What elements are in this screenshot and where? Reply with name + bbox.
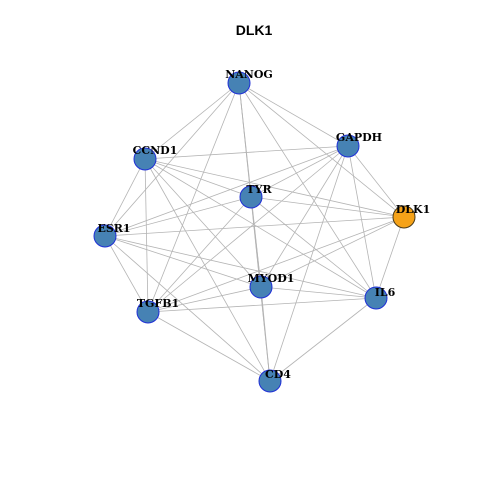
edge-myod1-cd4 xyxy=(260,286,271,382)
edge-tyr-esr1 xyxy=(104,196,252,237)
edge-gapdh-ccnd1 xyxy=(144,145,349,160)
edge-il6-tgfb1 xyxy=(147,297,377,313)
edge-gapdh-il6 xyxy=(347,145,377,299)
edges-layer xyxy=(104,82,405,382)
edge-nanog-gapdh xyxy=(238,82,349,147)
edge-il6-cd4 xyxy=(269,297,377,382)
edge-gapdh-myod1 xyxy=(260,145,349,288)
edge-myod1-il6 xyxy=(260,286,377,299)
edge-esr1-il6 xyxy=(104,235,377,299)
node-label-cd4: CD4 xyxy=(265,368,291,381)
nodes-layer xyxy=(93,71,416,393)
edge-gapdh-esr1 xyxy=(104,145,349,237)
edge-esr1-cd4 xyxy=(104,235,271,382)
edge-tyr-il6 xyxy=(250,196,377,299)
node-tgfb1 xyxy=(136,300,160,324)
node-il6 xyxy=(364,286,388,310)
node-label-il6: IL6 xyxy=(375,286,396,299)
edge-nanog-il6 xyxy=(238,82,377,299)
node-label-myod1: MYOD1 xyxy=(248,272,295,285)
node-nanog xyxy=(227,71,251,95)
edge-ccnd1-esr1 xyxy=(104,158,146,237)
edge-dlk1-il6 xyxy=(375,216,405,299)
graph-title: DLK1 xyxy=(236,22,273,38)
edge-gapdh-tyr xyxy=(250,145,349,198)
edge-tyr-tgfb1 xyxy=(147,196,252,313)
edge-myod1-tgfb1 xyxy=(147,286,262,313)
node-label-dlk1: DLK1 xyxy=(396,203,431,216)
node-label-ccnd1: CCND1 xyxy=(133,144,178,157)
edge-ccnd1-tgfb1 xyxy=(144,158,149,313)
edge-ccnd1-dlk1 xyxy=(144,158,405,218)
node-label-nanog: NANOG xyxy=(225,68,273,81)
edge-esr1-myod1 xyxy=(104,235,262,288)
edge-ccnd1-il6 xyxy=(144,158,377,299)
edge-gapdh-tgfb1 xyxy=(147,145,349,313)
node-label-esr1: ESR1 xyxy=(97,222,130,235)
node-dlk1 xyxy=(392,205,416,229)
node-esr1 xyxy=(93,224,117,248)
edge-dlk1-esr1 xyxy=(104,216,405,237)
edge-nanog-ccnd1 xyxy=(144,82,240,160)
edge-gapdh-dlk1 xyxy=(347,145,405,218)
edge-dlk1-tgfb1 xyxy=(147,216,405,313)
edge-ccnd1-tyr xyxy=(144,158,252,198)
node-myod1 xyxy=(249,275,273,299)
edge-ccnd1-cd4 xyxy=(144,158,271,382)
edge-dlk1-myod1 xyxy=(260,216,405,288)
node-label-gapdh: GAPDH xyxy=(336,131,382,144)
edge-esr1-tgfb1 xyxy=(104,235,149,313)
edge-ccnd1-myod1 xyxy=(144,158,262,288)
node-label-tyr: TYR xyxy=(246,183,272,196)
edge-tyr-dlk1 xyxy=(250,196,405,218)
node-tyr xyxy=(239,185,263,209)
edge-tgfb1-cd4 xyxy=(147,311,271,382)
node-cd4 xyxy=(258,369,282,393)
edge-nanog-dlk1 xyxy=(238,82,405,218)
node-gapdh xyxy=(336,134,360,158)
node-label-tgfb1: TGFB1 xyxy=(137,297,179,310)
node-ccnd1 xyxy=(133,147,157,171)
edge-nanog-esr1 xyxy=(104,82,240,237)
edge-nanog-tgfb1 xyxy=(147,82,240,313)
